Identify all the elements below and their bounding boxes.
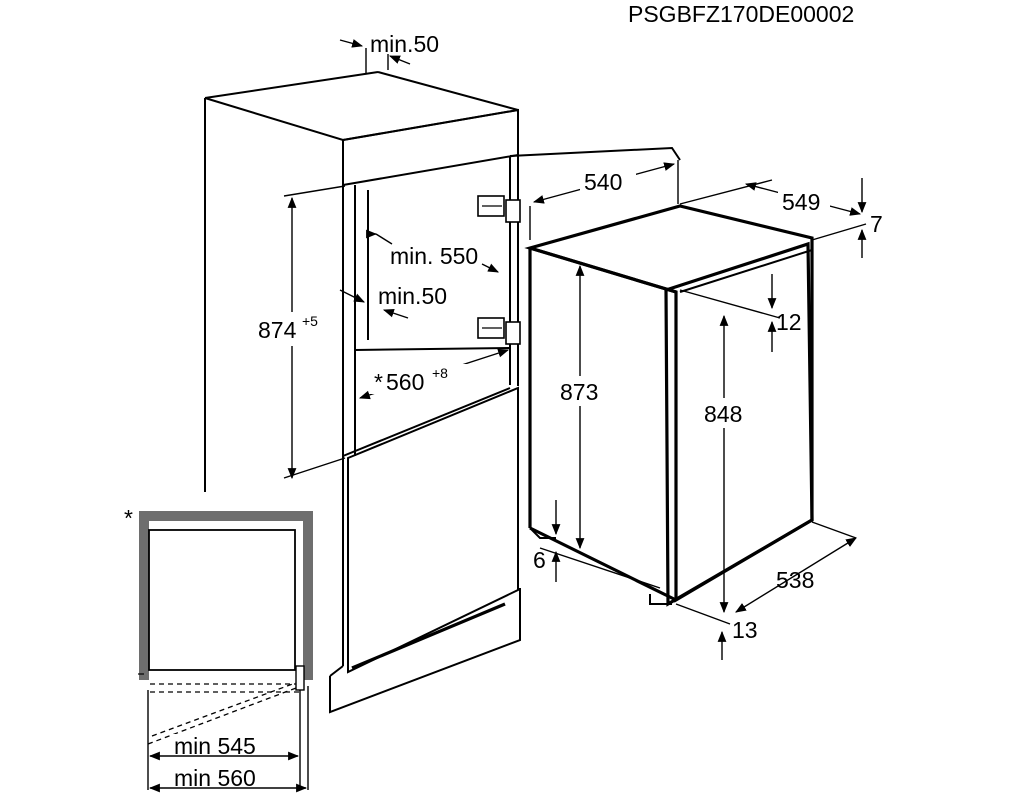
dim-top-offset: 7 xyxy=(811,178,883,258)
svg-text:*: * xyxy=(374,369,383,395)
dim-opening-min-1: min 545 xyxy=(148,733,300,761)
svg-text:549: 549 xyxy=(782,189,820,215)
svg-text:min 545: min 545 xyxy=(174,733,256,759)
dim-bottom-offset: 13 xyxy=(675,603,758,660)
svg-text:min 560: min 560 xyxy=(174,765,256,791)
dim-door-offset: 12 xyxy=(679,274,802,352)
upper-hinge xyxy=(477,195,521,223)
svg-text:7: 7 xyxy=(870,211,883,237)
svg-text:+8: +8 xyxy=(432,365,448,381)
appliance xyxy=(524,204,814,607)
dim-appliance-depth: 549 xyxy=(679,179,862,216)
dim-niche-height: 874 +5 xyxy=(255,185,346,480)
drawing-code: PSGBFZ170DE00002 xyxy=(628,1,854,27)
svg-text:540: 540 xyxy=(584,169,622,195)
svg-text:min. 550: min. 550 xyxy=(390,243,478,269)
svg-text:min.50: min.50 xyxy=(378,283,447,309)
dim-appliance-width: 540 xyxy=(529,160,679,240)
svg-text:873: 873 xyxy=(560,379,598,405)
dim-foot-height: 6 xyxy=(533,500,661,589)
dim-door-height: 848 xyxy=(700,314,752,614)
dim-appliance-height: 873 xyxy=(556,264,608,550)
dim-door-depth: 538 xyxy=(735,521,857,613)
dim-top-gap: min.50 xyxy=(339,31,439,74)
plan-detail: * xyxy=(124,505,313,790)
dim-side-gap: min.50 xyxy=(339,283,447,319)
svg-text:874: 874 xyxy=(258,317,297,343)
cabinet xyxy=(204,71,681,714)
svg-text:6: 6 xyxy=(533,547,546,573)
dim-niche-width: * 560 +8 xyxy=(358,348,510,400)
lower-hinge xyxy=(477,317,521,345)
dim-opening-min-2: min 560 xyxy=(148,765,308,793)
svg-text:560: 560 xyxy=(386,369,424,395)
svg-text:848: 848 xyxy=(704,401,742,427)
svg-text:min.50: min.50 xyxy=(370,31,439,57)
dim-niche-depth: min. 550 xyxy=(366,229,499,273)
svg-text:+5: +5 xyxy=(302,313,318,329)
svg-text:*: * xyxy=(124,505,133,531)
svg-text:13: 13 xyxy=(732,617,758,643)
svg-text:12: 12 xyxy=(776,309,802,335)
svg-text:538: 538 xyxy=(776,567,814,593)
